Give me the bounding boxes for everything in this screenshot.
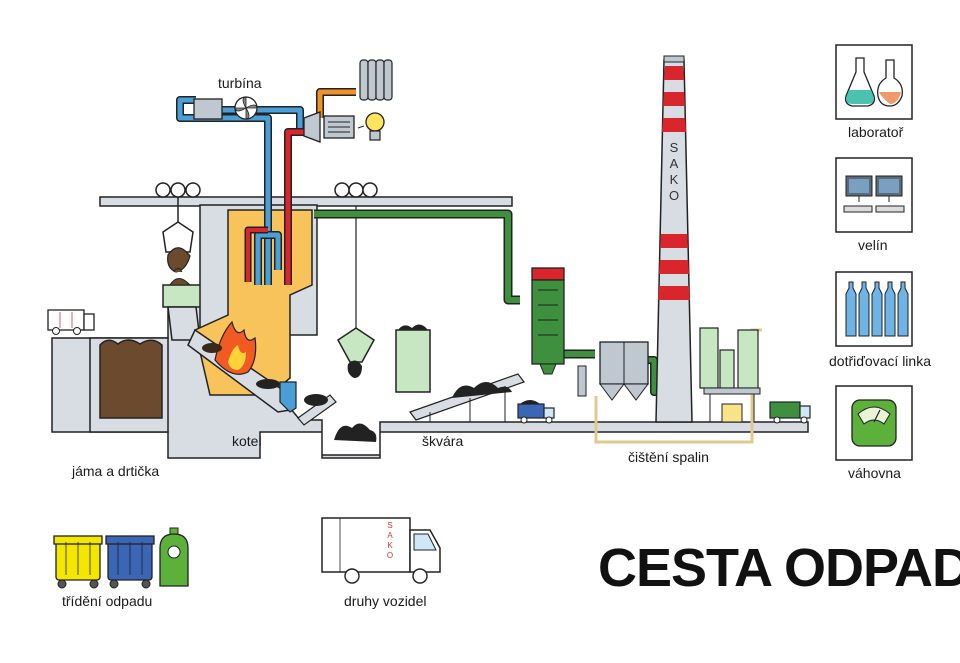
bottles-icon: [845, 281, 909, 337]
light-bulb-icon: [357, 112, 385, 141]
svg-text:O: O: [387, 551, 393, 560]
slag-silo: [395, 324, 431, 393]
panel-weighbridge: [835, 385, 913, 461]
label-slag: škvára: [422, 433, 463, 449]
label-vehicle-types: druhy vozidel: [344, 593, 427, 609]
label-pit: jáma a drtička: [71, 463, 159, 479]
slag-conveyor: [297, 394, 337, 426]
radiator-icon: [359, 59, 393, 101]
ash-silos: [699, 327, 761, 423]
svg-text:S: S: [670, 140, 679, 155]
panel-control-room: [835, 157, 913, 233]
chimney: [655, 55, 693, 423]
slag-belt: [409, 373, 525, 422]
slag-pile: [334, 423, 377, 442]
label-laboratory: laboratoř: [848, 124, 904, 140]
turbine-fan-icon: [234, 96, 258, 120]
label-turbine: turbína: [218, 75, 262, 91]
svg-text:K: K: [387, 541, 393, 550]
crane-wheels-right: [334, 182, 378, 198]
garbage-truck-unloading: [47, 309, 95, 335]
svg-text:A: A: [387, 531, 393, 540]
pump-box: [193, 98, 223, 120]
bins-icon: [53, 527, 189, 589]
svg-text:A: A: [670, 156, 679, 171]
slag-truck: [517, 400, 555, 424]
label-boiler: kotel: [232, 433, 262, 449]
panel-sorting-line: [835, 271, 913, 347]
ash-truck: [769, 401, 811, 424]
label-waste-sorting: třídění odpadu: [62, 593, 152, 609]
chimney-logo: S A K O: [669, 140, 679, 203]
panel-laboratory: [835, 44, 913, 120]
label-weighbridge: váhovna: [848, 465, 901, 481]
svg-text:O: O: [669, 188, 679, 203]
generator: [303, 111, 355, 143]
svg-text:K: K: [670, 172, 679, 187]
truck-icon: S A K O: [321, 517, 441, 584]
crane-wheels-left: [155, 182, 201, 198]
reactor: [531, 267, 565, 375]
page-title: CESTA ODPADU: [598, 538, 960, 598]
label-sorting-line: dotřiďovací linka: [829, 353, 931, 369]
small-filter: [577, 365, 587, 397]
control-room-monitors-icon: [843, 175, 905, 213]
steam-pipes: [176, 88, 660, 396]
waste-pit: [89, 337, 169, 433]
grab-crane-right: [337, 206, 375, 378]
grab-crane-left: [162, 197, 194, 273]
label-control-room: velín: [858, 237, 888, 253]
label-flue-gas-cleaning: čištění spalin: [628, 449, 709, 465]
scale-icon: [851, 399, 897, 447]
svg-text:S: S: [387, 521, 392, 530]
laboratory-flasks-icon: [844, 57, 903, 107]
boiler: [187, 204, 318, 413]
